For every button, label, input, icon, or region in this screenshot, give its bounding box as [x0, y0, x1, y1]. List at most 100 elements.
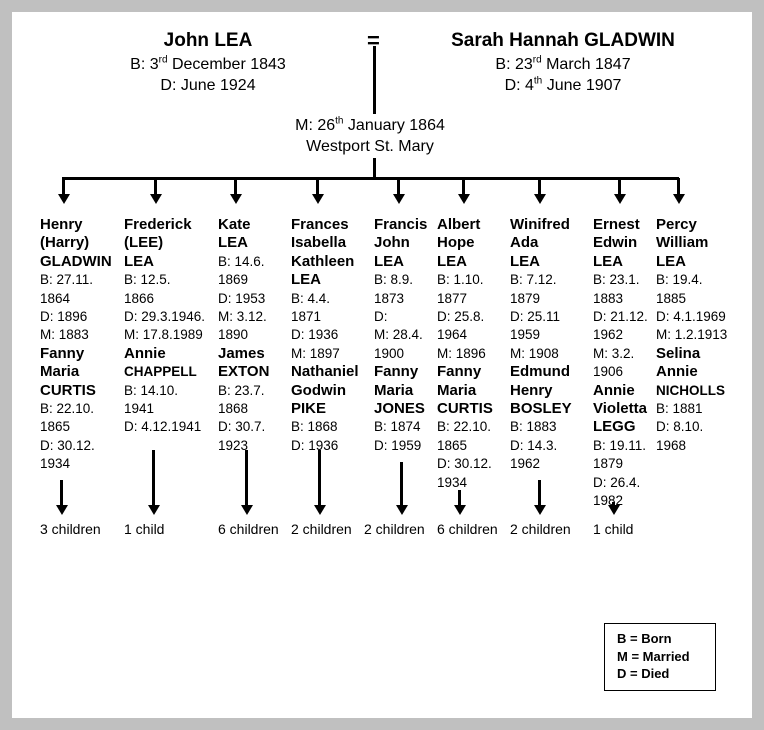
child-line: John	[374, 234, 410, 252]
child-line: B: 23.1.	[593, 272, 640, 288]
child-line: 1934	[437, 474, 468, 490]
child-line: D: 1959	[374, 437, 422, 453]
legend-box: B = Born M = Married D = Died	[604, 623, 716, 691]
descendant-count: 6 children	[437, 521, 498, 537]
child-line: Percy	[656, 216, 697, 233]
child-line: M: 3.2.	[593, 345, 635, 361]
union-connector	[373, 46, 376, 114]
child-line: Godwin	[291, 381, 346, 399]
child-line: D: 4.12.1941	[124, 419, 202, 435]
child-line: M: 28.4.	[374, 327, 423, 343]
child-line: 1964	[437, 327, 468, 343]
child-line: B: 22.10.	[437, 419, 492, 435]
child-line: 1879	[510, 290, 541, 306]
child-line: 1962	[593, 327, 624, 343]
child-line: B: 8.9.	[374, 272, 414, 288]
husband-name: John LEA	[163, 30, 253, 51]
child-line: Hope	[437, 234, 475, 252]
child-arrowhead	[229, 194, 242, 204]
child-drop-line	[618, 178, 621, 196]
marriage-connector	[373, 158, 376, 179]
child-line: Maria	[374, 381, 414, 399]
legend-died: D = Died	[617, 666, 670, 681]
child-line: 1865	[40, 419, 71, 435]
child-line: 1873	[374, 290, 405, 306]
child-line: M: 3.12.	[218, 309, 267, 325]
child-line: NICHOLLS	[656, 382, 725, 398]
descendant-arrowhead	[607, 505, 620, 515]
child-line: 1877	[437, 290, 468, 306]
child-line: Fanny	[40, 344, 85, 362]
child-line: M: 1883	[40, 327, 89, 343]
child-line: Selina	[656, 344, 701, 362]
child-line: 1968	[656, 437, 687, 453]
descendant-line	[538, 480, 541, 507]
child-line: Albert	[437, 216, 481, 233]
child-line: Winifred	[510, 216, 570, 233]
descendant-count: 3 children	[40, 521, 101, 537]
child-line: B: 1883	[510, 419, 557, 435]
descendant-arrowhead	[55, 505, 68, 515]
child-line: M: 1.2.1913	[656, 327, 728, 343]
descendant-line	[245, 450, 248, 507]
descendant-count: 1 child	[124, 521, 165, 537]
child-line: 1934	[40, 456, 71, 472]
child-line: LEA	[374, 252, 404, 270]
child-line: Frances	[291, 216, 349, 233]
child-line: Ernest	[593, 216, 640, 233]
union-symbol: =	[367, 28, 380, 53]
child-drop-line	[62, 178, 65, 196]
child-line: (LEE)	[124, 234, 164, 252]
child-line: D: 4.1.1969	[656, 309, 726, 325]
wife-died: D: 4th June 1907	[504, 75, 622, 94]
child-line: Ada	[510, 234, 539, 252]
child-line: D: 30.7.	[218, 419, 266, 435]
child-line: D:	[374, 309, 388, 325]
child-line: Henry	[40, 216, 83, 233]
child-line: Frederick	[124, 216, 192, 233]
child-line: B: 19.11.	[593, 437, 647, 453]
child-arrowhead	[149, 194, 162, 204]
child-line: Maria	[437, 381, 477, 399]
child-line: LEA	[218, 234, 248, 252]
child-line: PIKE	[291, 400, 327, 418]
child-line: 1883	[593, 290, 624, 306]
child-line: B: 14.10.	[124, 382, 179, 398]
child-line: D: 30.12.	[437, 456, 492, 472]
child-line: CHAPPELL	[124, 364, 197, 380]
child-line: B: 7.12.	[510, 272, 557, 288]
child-drop-line	[234, 178, 237, 196]
child-line: 1906	[593, 364, 624, 380]
descendant-count: 1 child	[593, 521, 634, 537]
child-line: B: 19.4.	[656, 272, 703, 288]
child-line: B: 23.7.	[218, 382, 265, 398]
child-line: LEA	[510, 252, 540, 270]
child-line: CURTIS	[40, 381, 96, 399]
child-line: 1865	[437, 437, 468, 453]
child-line: 1941	[124, 401, 155, 417]
child-line: Annie	[593, 381, 635, 399]
child-line: Maria	[40, 363, 80, 381]
child-arrowhead	[533, 194, 546, 204]
child-line: D: 29.3.1946.	[124, 309, 206, 325]
child-line: 1871	[291, 309, 322, 325]
child-line: D: 30.12.	[40, 437, 95, 453]
child-drop-line	[677, 178, 680, 196]
child-arrowhead	[57, 194, 70, 204]
child-line: LEGG	[593, 418, 636, 436]
child-line: 1885	[656, 290, 687, 306]
child-line: LEA	[656, 252, 686, 270]
child-line: Annie	[124, 344, 166, 362]
husband-born: B: 3rd December 1843	[130, 54, 286, 73]
child-line: 1982	[593, 493, 624, 509]
child-line: GLADWIN	[40, 252, 112, 270]
child-line: James	[218, 344, 265, 362]
child-line: B: 1874	[374, 419, 421, 435]
